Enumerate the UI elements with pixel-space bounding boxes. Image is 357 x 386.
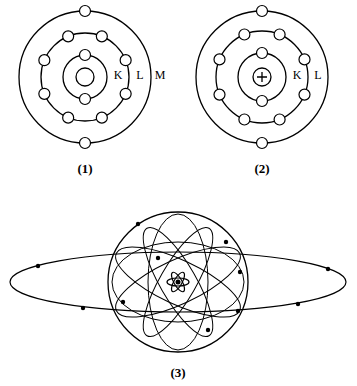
nucleus-orbit (169, 270, 187, 293)
electron (80, 50, 91, 61)
electron (80, 138, 91, 149)
electron (239, 29, 250, 40)
electron-dot (326, 267, 330, 271)
shell-ring (196, 11, 328, 143)
electron (257, 138, 268, 149)
nucleus-orbit (167, 278, 189, 286)
electron (214, 89, 225, 100)
electron-dot (236, 309, 240, 313)
electron (96, 31, 107, 42)
shell-label: M (154, 69, 167, 82)
electron (120, 55, 131, 66)
electron-dot (206, 328, 210, 332)
electron-dot (121, 300, 125, 304)
shell-ring (238, 53, 286, 101)
electron (120, 88, 131, 99)
electron (96, 112, 107, 123)
shell-label: L (135, 69, 144, 82)
electron-dot (81, 306, 85, 310)
nucleus (176, 280, 181, 285)
electron (299, 89, 310, 100)
electron (274, 114, 285, 125)
electron (257, 96, 268, 107)
electron (257, 48, 268, 59)
electron (257, 6, 268, 17)
electron-dot (36, 264, 40, 268)
shell-ring (19, 11, 151, 143)
electron (63, 31, 74, 42)
shell-ring (216, 31, 308, 123)
electron (214, 54, 225, 65)
electron (39, 55, 50, 66)
electron (299, 54, 310, 65)
atom-model-2 (196, 6, 328, 149)
atom-sphere (108, 212, 248, 352)
nucleus-orbit (169, 270, 187, 293)
electron (80, 6, 91, 17)
electron-dot (224, 240, 228, 244)
electron (63, 112, 74, 123)
electron (80, 94, 91, 105)
nucleus (253, 68, 271, 86)
inner-orbit (131, 219, 224, 344)
electron (239, 114, 250, 125)
electron-dot (296, 302, 300, 306)
inner-orbit (131, 219, 224, 344)
shell-label: L (313, 69, 322, 82)
figure-caption: (1) (76, 162, 93, 175)
figure-caption: (2) (253, 162, 270, 175)
outer-orbit (10, 252, 346, 312)
inner-orbit (107, 233, 249, 330)
shell-label: K (292, 69, 303, 82)
shell-ring (41, 33, 129, 121)
electron-dot (238, 270, 242, 274)
figure-caption: (3) (169, 366, 186, 379)
inner-orbit (107, 233, 249, 330)
atom-model-3 (10, 212, 346, 352)
electron (274, 29, 285, 40)
shell-ring (63, 55, 107, 99)
electron-dot (156, 256, 160, 260)
electron-dot (136, 222, 140, 226)
nucleus (76, 68, 94, 86)
shell-label: K (113, 69, 124, 82)
atom-model-1 (19, 6, 151, 149)
plus-sign (257, 72, 267, 82)
inner-orbit (112, 242, 244, 322)
electron (39, 88, 50, 99)
